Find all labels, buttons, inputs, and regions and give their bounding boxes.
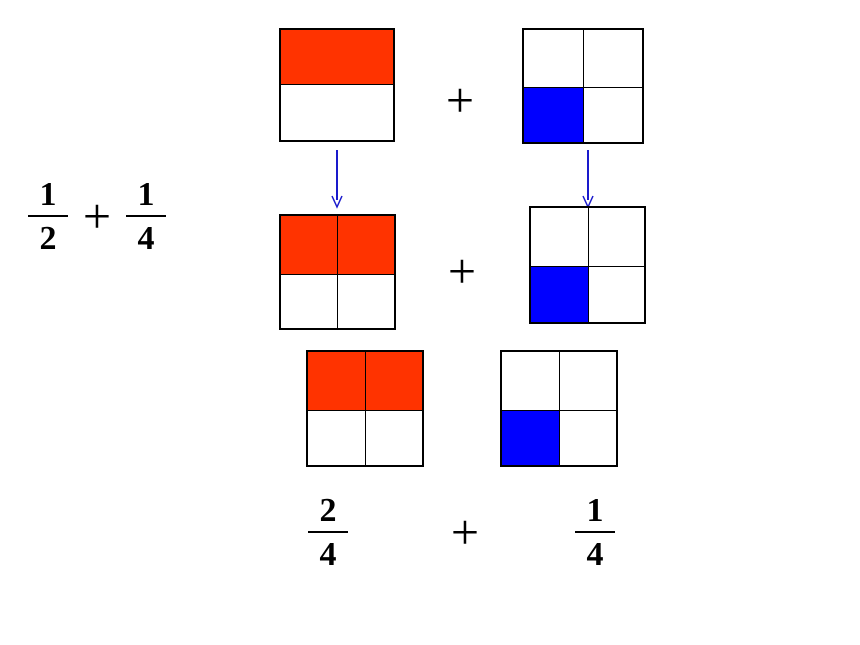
one-quarter-square [500,350,618,467]
denominator: 4 [586,535,604,573]
denominator: 4 [137,219,155,257]
plus-sign: + [450,504,480,560]
numerator: 2 [319,492,337,529]
fraction-bar [126,215,166,217]
fraction-bar [308,531,348,533]
shaded-quarter [531,266,588,322]
shaded-half [281,30,393,84]
numerator: 1 [39,176,57,213]
quarters-square [522,28,644,144]
numerator: 1 [137,176,155,213]
fraction-bar [28,215,68,217]
fraction-one-half: 1 2 [28,178,68,256]
two-quarters-square [306,350,424,467]
quarters-square [529,206,646,324]
grid-line [583,30,584,142]
grid-line [281,274,394,275]
shaded-quarter [524,87,583,142]
grid-line [588,208,589,322]
plus-sign: + [447,243,477,299]
grid-line [559,352,560,465]
grid-line [531,266,644,267]
fraction-one-quarter: 1 4 [575,494,615,572]
down-arrow-left [331,150,343,209]
numerator: 1 [586,492,604,529]
halves-split-square [279,214,396,330]
grid-line [308,410,422,411]
denominator: 2 [39,219,57,257]
plus-sign: + [445,72,475,128]
denominator: 4 [319,535,337,573]
fraction-two-quarters: 2 4 [308,494,348,572]
grid-line [365,352,366,465]
shaded-quarter [502,410,559,465]
plus-sign: + [82,188,112,244]
halves-square [279,28,395,142]
fraction-bar [575,531,615,533]
down-arrow-right [582,150,594,209]
fraction-one-quarter: 1 4 [126,178,166,256]
grid-line [524,87,642,88]
grid-line [502,410,616,411]
grid-line [281,84,393,85]
grid-line [337,216,338,328]
